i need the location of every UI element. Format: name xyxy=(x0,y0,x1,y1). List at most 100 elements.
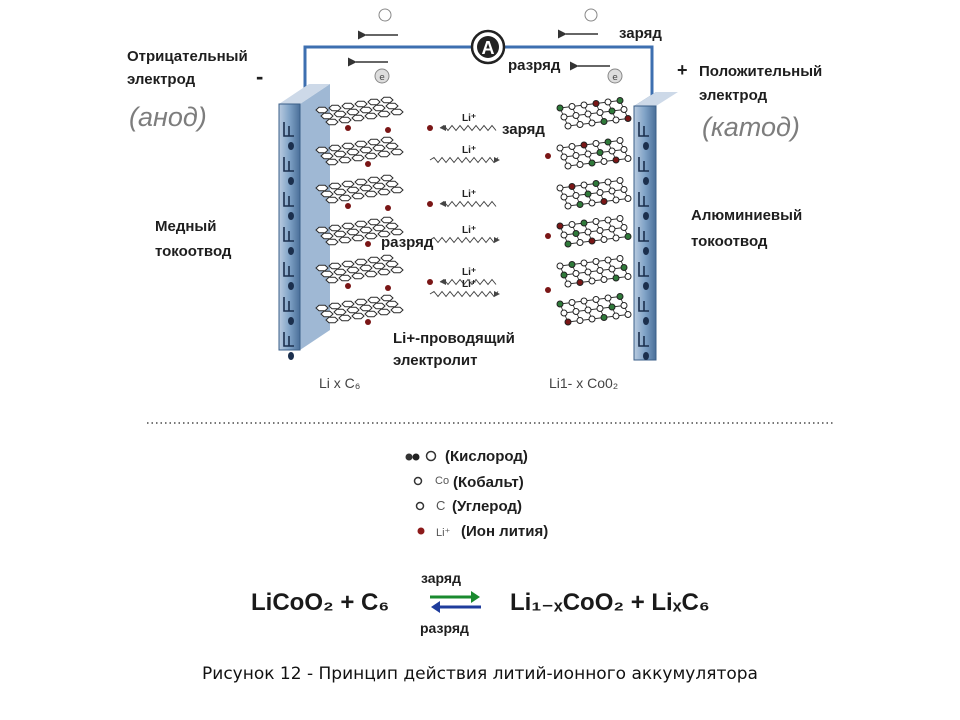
oxide-atom xyxy=(584,110,592,118)
electron-symbol-right: e xyxy=(612,73,618,83)
graphite-hex xyxy=(359,184,373,192)
graphite-hex xyxy=(390,186,404,194)
plate-electron xyxy=(643,142,649,150)
plate-electron xyxy=(288,177,294,185)
electrolyte-line1: Li+-проводящий xyxy=(393,330,515,347)
plate-electron xyxy=(643,212,649,220)
graphite-hex xyxy=(328,182,342,190)
oxide-atom xyxy=(580,297,588,305)
oxide-atom xyxy=(556,300,564,308)
middle-discharge-label: разряд xyxy=(381,234,434,251)
plate-bracket xyxy=(638,262,649,277)
cathode-formula: Li1- x Co0₂ xyxy=(549,375,618,391)
oxide-atom xyxy=(620,224,628,231)
graphite-hex xyxy=(320,112,334,120)
oxide-atom xyxy=(560,309,568,317)
legend-carbon-text: (Углерод) xyxy=(452,498,522,515)
graphite-hex xyxy=(367,296,381,304)
graphite-hex xyxy=(377,308,391,316)
oxide-atom xyxy=(572,270,580,277)
plate-electron xyxy=(288,142,294,150)
graphite-hex xyxy=(315,264,329,272)
oxide-atom xyxy=(624,311,632,318)
graphite-hex xyxy=(364,310,378,318)
oxide-atom xyxy=(592,180,600,187)
graphite-hex xyxy=(341,142,355,150)
top-charge-label: заряд xyxy=(619,25,662,42)
plate-bracket xyxy=(638,192,649,207)
plate-bracket xyxy=(283,262,294,277)
li-ion xyxy=(545,153,551,159)
oxide-atom xyxy=(576,317,584,324)
oxide-atom xyxy=(616,97,624,104)
plate-bracket xyxy=(283,192,294,207)
oxide-atom xyxy=(584,228,592,236)
oxide-atom xyxy=(560,193,568,201)
oxide-atom xyxy=(576,121,584,128)
legend-item-cobalt: Co (Кобальт) xyxy=(413,474,524,491)
oxide-atom xyxy=(624,233,632,240)
oxide-atom xyxy=(604,294,612,302)
oxide-atom xyxy=(584,306,592,314)
oxide-atom xyxy=(584,190,592,198)
oxide-atom xyxy=(604,138,612,146)
intercalated-li-ion xyxy=(385,205,391,211)
legend-lithium-text: (Ион лития) xyxy=(461,523,548,540)
oxide-atom xyxy=(596,227,604,234)
plate-bracket xyxy=(638,227,649,242)
legend-item-carbon: C (Углерод) xyxy=(415,498,522,515)
graphite-hex xyxy=(325,196,339,204)
graphite-hex xyxy=(338,116,352,124)
oxide-atom xyxy=(624,155,632,162)
graphite-hex xyxy=(351,234,365,242)
graphite-hex xyxy=(315,304,329,312)
oxide-atom xyxy=(576,161,584,168)
graphite-hex xyxy=(320,190,334,198)
graphite-hex xyxy=(377,230,391,238)
ion-arrowhead xyxy=(440,201,446,207)
graphite-hex xyxy=(377,188,391,196)
ion-arrowhead xyxy=(494,291,500,297)
top-arrows: e e xyxy=(347,8,623,84)
oxide-atom xyxy=(592,258,600,265)
graphite-hex xyxy=(346,266,360,274)
cathode-plate xyxy=(633,92,678,361)
oxide-atom xyxy=(600,276,608,283)
plate-bracket xyxy=(283,122,294,137)
oxide-atom xyxy=(568,299,576,306)
graphite-hex xyxy=(333,230,347,238)
graphite-hex xyxy=(315,184,329,192)
oxide-atom xyxy=(568,183,576,190)
plate-electron xyxy=(288,212,294,220)
legend-item-oxygen: (Кислород) xyxy=(405,448,528,465)
graphite-layers xyxy=(315,96,404,325)
graphite-hex xyxy=(359,146,373,154)
oxide-atom xyxy=(600,236,608,243)
graphite-hex xyxy=(385,180,399,188)
lithium-ion-flow: Li⁺Li⁺Li⁺Li⁺Li⁺Li⁺ xyxy=(427,113,551,298)
graphite-hex xyxy=(315,106,329,114)
graphite-hex xyxy=(351,154,365,162)
oxide-atom xyxy=(620,106,628,113)
oxide-atom xyxy=(564,240,572,248)
graphite-hex xyxy=(367,98,381,106)
copper-collector-line1: Медный xyxy=(155,218,216,235)
oxide-atom xyxy=(584,268,592,276)
oxide-atom xyxy=(592,218,600,225)
oxide-atom xyxy=(608,225,616,233)
copper-collector-line2: токоотвод xyxy=(155,243,232,260)
graphite-hex xyxy=(346,306,360,314)
aluminum-collector-line2: токоотвод xyxy=(691,233,768,250)
oxide-atom xyxy=(596,149,604,156)
ion-path xyxy=(429,236,499,244)
graphite-hex xyxy=(333,188,347,196)
graphite-hex xyxy=(333,308,347,316)
intercalated-li-ion xyxy=(365,319,371,325)
reaction-equation: LiCoO₂ + C₆ заряд разряд Li₁₋ₓCoO₂ + Liₓ… xyxy=(251,570,710,636)
oxide-atom xyxy=(612,274,620,282)
graphite-hex xyxy=(380,174,394,182)
oxide-atom xyxy=(560,113,568,121)
graphite-hex xyxy=(354,100,368,108)
oxide-atom xyxy=(572,112,580,119)
